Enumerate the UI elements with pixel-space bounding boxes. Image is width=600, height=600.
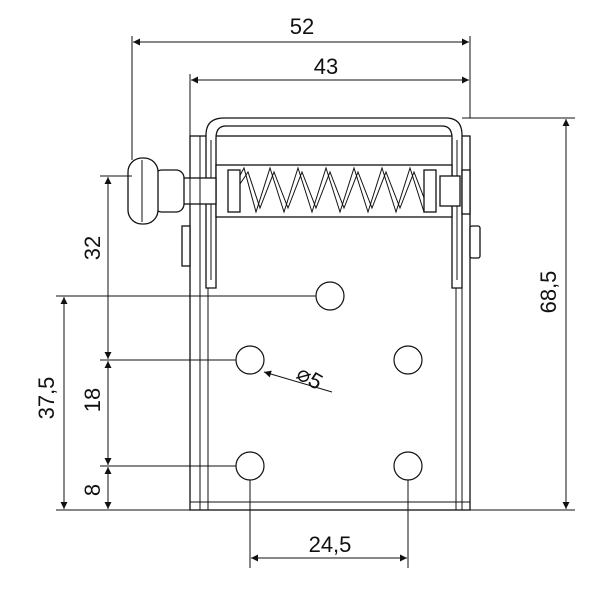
horizontal-pitch-label: 24,5 [309,532,352,557]
dimension-top-hole: 32 [80,175,132,359]
dimension-horizontal-pitch: 24,5 [249,480,409,568]
dimension-overall-height: 68,5 [462,117,575,511]
hole-row-offset-label: 37,5 [34,377,59,420]
vertical-pitch-label: 18 [80,388,105,412]
left-tab [181,225,191,267]
spring [227,166,437,214]
side-tab [469,225,481,259]
mounting-hole [393,451,423,481]
dimension-bottom-hole: 8 [80,467,112,509]
dimension-hole-row-offset: 37,5 [34,295,316,511]
overall-height-label: 68,5 [536,271,561,314]
pull-knob [127,157,185,225]
dimension-overall-width: 52 [131,14,471,160]
overall-width-label: 52 [290,14,314,39]
mounting-hole [235,451,265,481]
mounting-hole [315,281,345,311]
hinge-part [127,117,481,511]
bracket-width-label: 43 [314,54,338,79]
u-frame [205,117,463,289]
mounting-hole [393,345,423,375]
dimension-bracket-width: 43 [189,54,469,136]
dimension-vertical-pitch: 18 [80,359,236,467]
top-hole-height-label: 32 [80,236,105,260]
bottom-hole-height-label: 8 [80,484,105,496]
mounting-hole [235,345,265,375]
